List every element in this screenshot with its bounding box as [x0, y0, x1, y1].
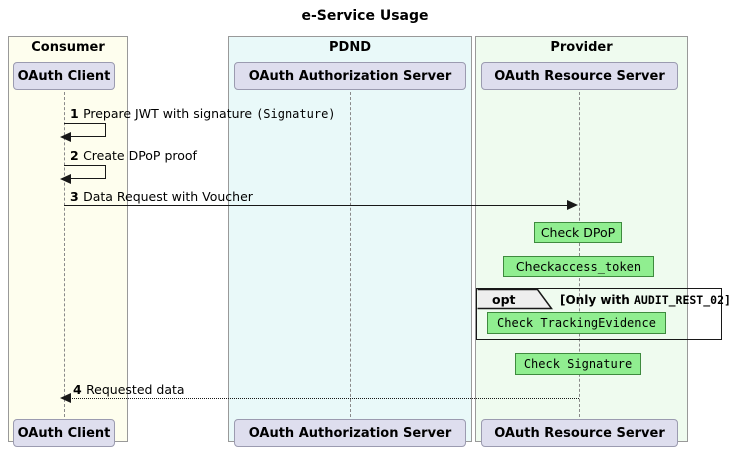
diagram-title: e-Service Usage [301, 8, 429, 24]
lifeline-oauth-resource-server [579, 92, 580, 417]
message-2-label: 2 Create DPoP proof [70, 149, 197, 163]
fragment-opt-tab-outline [477, 288, 553, 310]
message-4-text: Requested data [86, 382, 185, 397]
group-title-pdnd: PDND [329, 40, 371, 55]
group-title-provider: Provider [550, 40, 613, 55]
lifeline-oauth-client [64, 92, 65, 417]
message-3-number: 3 [70, 189, 84, 204]
message-1-mono: (Signature) [256, 107, 336, 121]
message-4-arrow-line [68, 398, 579, 399]
lifeline-oauth-authorization-server [350, 92, 351, 417]
fragment-opt-condition: [Only with AUDIT_REST_02] [560, 293, 730, 307]
message-1-arrowhead [60, 132, 71, 142]
group-box-consumer: Consumer [8, 36, 128, 442]
message-3-arrowhead [567, 200, 578, 210]
message-1-number: 1 [70, 106, 84, 121]
note-check-access-token-mono: access_token [554, 259, 642, 274]
participant-oauth-resource-server-top[interactable]: OAuth Resource Server [481, 62, 678, 90]
message-2-self-arrow [64, 165, 106, 179]
note-check-tracking-evidence-text: Check TrackingEvidence [497, 316, 656, 330]
message-4-number: 4 [73, 382, 87, 397]
participant-oauth-client-top[interactable]: OAuth Client [13, 62, 115, 90]
message-3-label: 3 Data Request with Voucher [70, 190, 253, 204]
note-check-dpop: Check DPoP [534, 222, 622, 243]
participant-oauth-authorization-server-bottom[interactable]: OAuth Authorization Server [234, 419, 466, 447]
message-1-self-arrow [64, 123, 106, 137]
note-check-signature: Check Signature [515, 353, 641, 375]
message-2-arrowhead [60, 174, 71, 184]
message-2-text: Create DPoP proof [83, 148, 197, 163]
group-title-consumer: Consumer [31, 40, 105, 55]
fragment-opt-label: opt [492, 292, 516, 307]
participant-oauth-client-bottom[interactable]: OAuth Client [13, 419, 115, 447]
note-check-dpop-text: Check DPoP [540, 225, 616, 240]
message-2-number: 2 [70, 148, 84, 163]
note-check-access-token-text: Check [515, 259, 555, 274]
fragment-opt-condition-prefix: [Only with [560, 293, 634, 307]
message-1-label: 1 Prepare JWT with signature (Signature) [70, 106, 336, 122]
note-check-tracking-evidence: Check TrackingEvidence [487, 312, 666, 334]
participant-oauth-resource-server-bottom[interactable]: OAuth Resource Server [481, 419, 678, 447]
note-check-signature-text: Check Signature [523, 357, 633, 371]
participant-oauth-authorization-server-top[interactable]: OAuth Authorization Server [234, 62, 466, 90]
message-3-arrow-line [64, 205, 568, 206]
message-4-label: 4 Requested data [73, 383, 185, 397]
message-1-text: Prepare JWT with signature [83, 106, 257, 121]
message-4-arrowhead [60, 393, 71, 403]
fragment-opt-tab [477, 289, 552, 309]
note-check-access-token: Check access_token [503, 256, 654, 277]
fragment-opt [476, 288, 722, 340]
fragment-opt-condition-mono: AUDIT_REST_02] [634, 293, 730, 307]
message-3-text: Data Request with Voucher [83, 189, 253, 204]
